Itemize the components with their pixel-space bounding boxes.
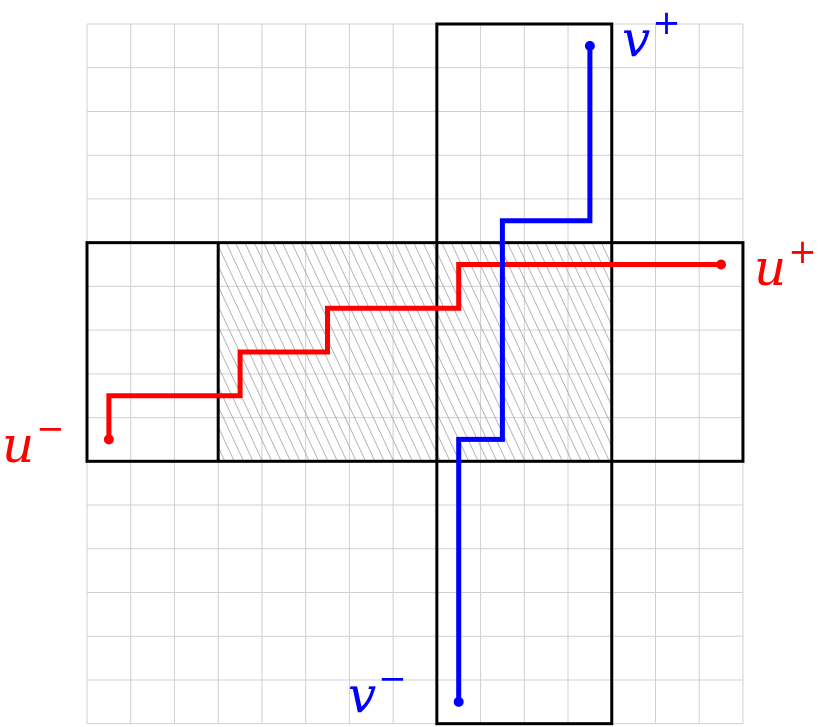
v-path <box>456 45 593 702</box>
label-v-minus: v− <box>348 659 407 724</box>
label-v-minus-sup: − <box>378 659 407 699</box>
u-path <box>106 262 722 440</box>
label-v-minus-base: v <box>348 666 376 724</box>
label-u-minus-sup: − <box>36 409 65 449</box>
label-v-plus-base: v <box>622 10 650 68</box>
paths <box>103 40 727 707</box>
rectangles <box>85 22 745 726</box>
label-u-minus: u− <box>2 409 65 474</box>
v-path-end-dot <box>584 40 595 51</box>
label-u-plus-sup: + <box>788 232 817 272</box>
label-u-plus-base: u <box>754 239 786 297</box>
u-path-start-dot <box>103 434 114 445</box>
label-v-plus-sup: + <box>652 3 681 43</box>
label-u-plus: u+ <box>754 232 817 297</box>
vertical-rectangle <box>435 22 614 726</box>
horizontal-rectangle <box>85 241 745 463</box>
u-path-end-dot <box>716 259 727 270</box>
labels: u− u+ v− v+ <box>2 3 817 724</box>
label-v-plus: v+ <box>622 3 681 68</box>
v-path-start-dot <box>453 696 464 707</box>
label-u-minus-base: u <box>2 416 34 474</box>
